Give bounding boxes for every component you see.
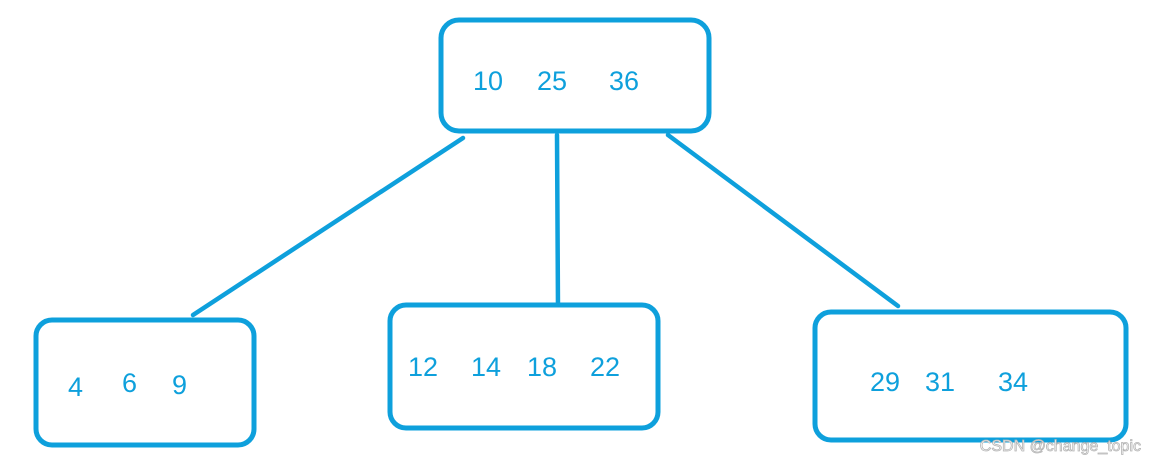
child-key: 12 (408, 352, 438, 382)
root-key: 36 (609, 66, 639, 96)
child-key: 31 (925, 367, 955, 397)
child-key: 6 (122, 368, 137, 398)
root-key: 25 (537, 66, 567, 96)
child-key: 18 (527, 352, 557, 382)
child-node-middle-box (387, 302, 661, 431)
child-node-left: 4 6 9 (33, 317, 257, 448)
child-node-right-box (812, 309, 1129, 443)
child-key: 9 (172, 370, 187, 400)
child-node-left-box (33, 317, 257, 448)
watermark-text: CSDN @change_topic (980, 438, 1141, 455)
child-key: 22 (590, 352, 620, 382)
child-key: 14 (471, 352, 501, 382)
child-key: 29 (870, 367, 900, 397)
child-key: 34 (998, 367, 1028, 397)
child-key: 4 (68, 372, 83, 402)
child-node-right: 29 31 34 (812, 309, 1129, 443)
edge-root-to-right (665, 132, 901, 309)
root-node-box (438, 17, 712, 134)
child-node-middle: 12 14 18 22 (387, 302, 661, 431)
root-node: 10 25 36 (438, 17, 712, 134)
root-key: 10 (473, 66, 503, 96)
edge-root-to-middle (554, 132, 561, 313)
edge-root-to-left (190, 135, 466, 318)
